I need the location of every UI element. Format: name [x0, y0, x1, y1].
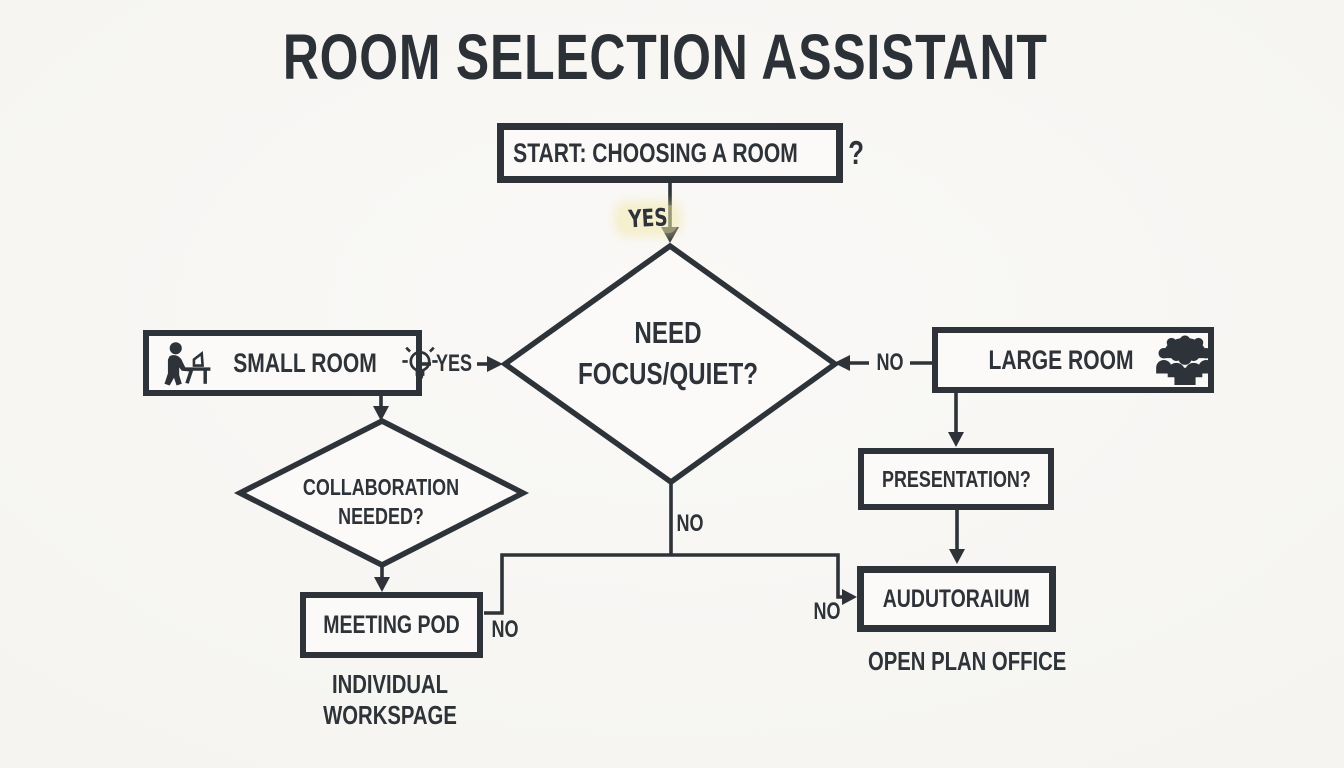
arrowhead-right-into-diamond	[487, 356, 503, 372]
large-room-node: LARGE ROOM	[932, 327, 1214, 393]
collab-decision-label: COLLABORATION NEEDED?	[302, 474, 460, 529]
meeting-pod-node: MEETING POD	[300, 592, 483, 658]
arrowhead-left-into-diamond	[834, 355, 850, 371]
bottom-no-label: NO	[676, 510, 704, 537]
small-room-node: SMALL ROOM	[143, 330, 438, 396]
auditorium-no-label: NO	[813, 598, 841, 625]
individual-workspace-caption: INDIVIDUAL WORKSPAGE	[323, 669, 457, 730]
people-group-icon	[1154, 335, 1216, 385]
person-at-desk-icon	[161, 340, 213, 386]
arrowhead-down-collab	[373, 406, 389, 421]
main-decision-label: NEED FOCUS/QUIET?	[577, 315, 759, 391]
start-label: START: CHOOSING A ROOM	[513, 137, 799, 168]
arrowhead-down-pod	[374, 577, 390, 592]
edge-no-branch-elbows	[484, 553, 844, 615]
start-node: START: CHOOSING A ROOM ?	[497, 123, 864, 183]
meeting-pod-label: MEETING POD	[323, 610, 460, 639]
auditorium-label: AUDUTORAIUM	[883, 584, 1030, 613]
page-title: ROOM SELECTION ASSISTANT	[282, 21, 1048, 93]
left-yes-label: YES	[435, 350, 473, 377]
right-no-label: NO	[876, 349, 904, 376]
auditorium-node: AUDUTORAIUM	[857, 566, 1056, 632]
arrowhead-down-presentation	[948, 432, 964, 447]
main-decision-diamond	[500, 242, 840, 486]
arrowhead-right-into-auditorium	[842, 589, 857, 605]
collab-decision-diamond	[233, 417, 530, 569]
presentation-label: PRESENTATION?	[881, 465, 1031, 492]
lightbulb-icon	[397, 338, 443, 388]
small-room-label: SMALL ROOM	[233, 347, 377, 378]
pod-no-label: NO	[491, 616, 519, 643]
presentation-node: PRESENTATION?	[858, 448, 1054, 510]
start-question-mark: ?	[848, 134, 865, 171]
arrowhead-down-auditorium	[949, 549, 965, 564]
large-room-label: LARGE ROOM	[988, 344, 1134, 375]
start-yes-label: YES	[618, 204, 678, 234]
open-plan-office-caption: OPEN PLAN OFFICE	[867, 646, 1067, 676]
